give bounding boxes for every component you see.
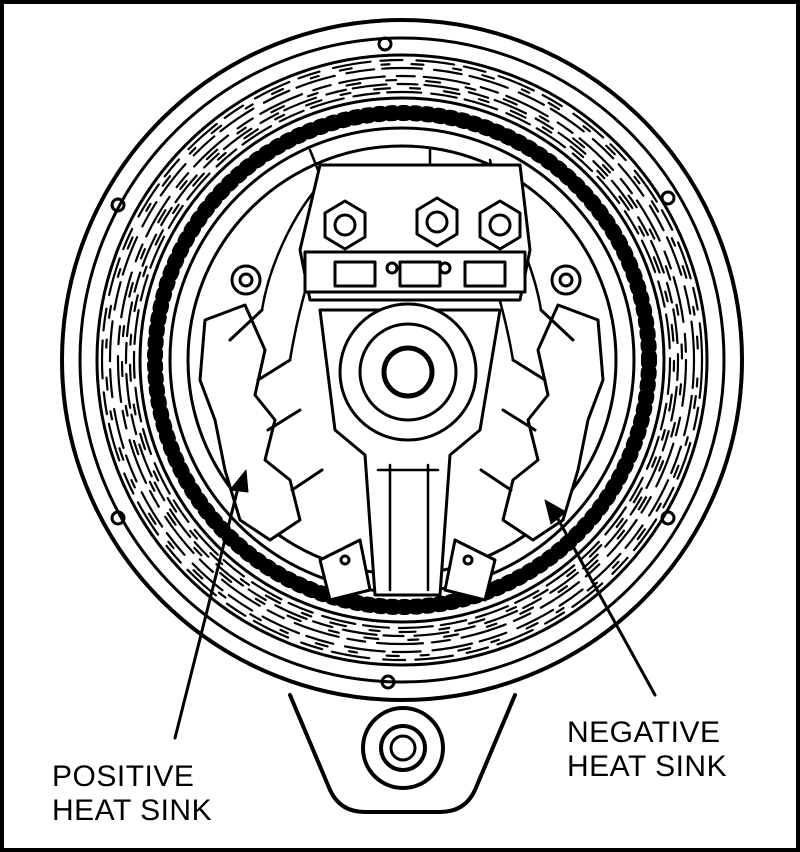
callout-leaders [173,469,657,740]
stator-windings [100,58,704,662]
positive-arrowhead [229,469,249,493]
negative-label-line1: NEGATIVE [567,716,721,749]
side-screws [230,264,582,296]
terminal-block [298,163,532,302]
negative-label-line2: HEAT SINK [567,750,728,783]
positive-heat-sink [198,303,302,542]
rectifier-assembly [198,148,605,542]
terminal-nuts [323,196,522,251]
positive-heat-sink-label: POSITIVE HEAT SINK [52,760,212,828]
positive-label-line1: POSITIVE [52,760,195,793]
positive-leader-line [173,478,242,740]
negative-arrowhead [544,499,567,525]
negative-heat-sink [501,303,605,542]
terminal-nut-3 [478,199,522,251]
negative-leader-line [551,508,657,697]
bearing-and-brush-holder [318,302,502,602]
mounting-ear [288,693,517,814]
housing-bolt-holes [110,36,676,690]
negative-heat-sink-label: NEGATIVE HEAT SINK [567,716,727,784]
terminal-nut-1 [323,199,367,251]
positive-label-line2: HEAT SINK [52,794,213,827]
terminal-nut-2 [415,196,459,248]
